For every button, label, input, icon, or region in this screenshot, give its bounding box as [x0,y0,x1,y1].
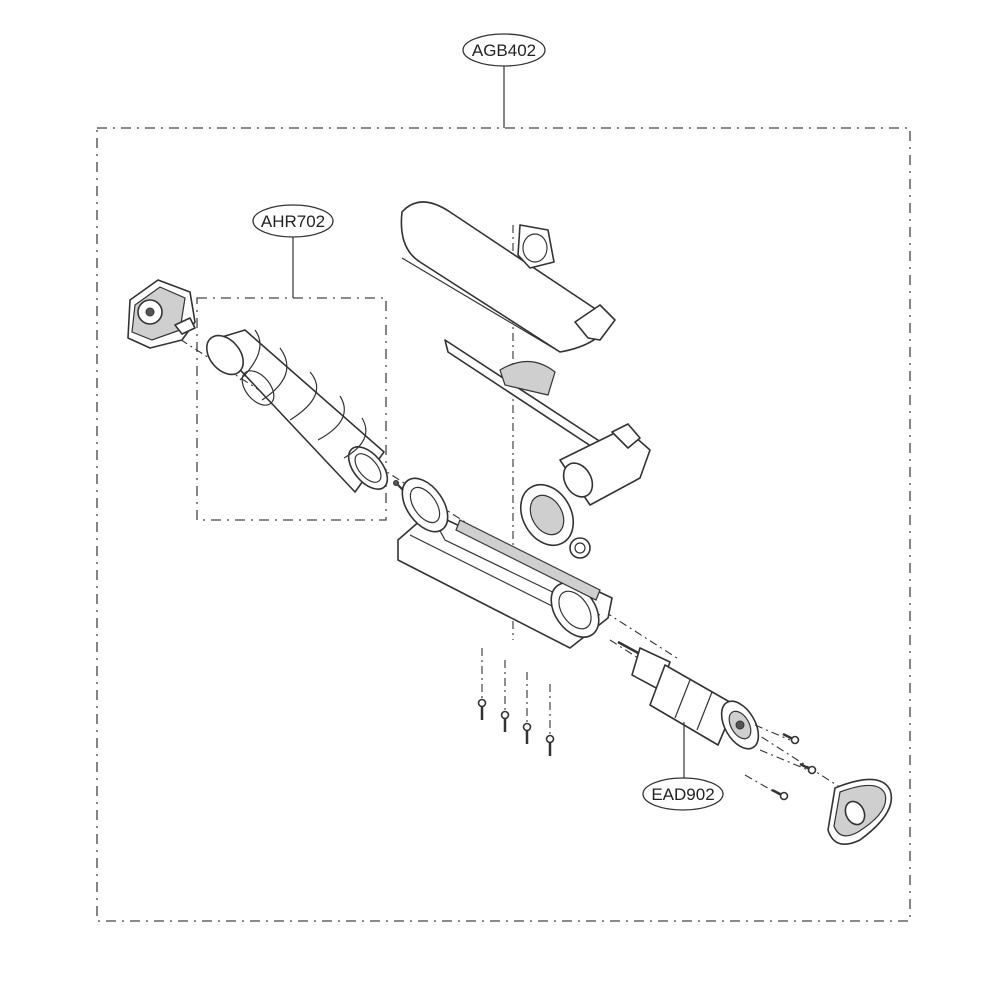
screw-6 [799,762,817,775]
motor-callout[interactable]: EAD902 [642,777,724,811]
screw-4 [545,734,555,756]
neck-joint [519,423,651,559]
upper-cover [400,201,616,353]
brush-roll-callout-label: AHR702 [261,212,325,231]
screw-2 [500,710,510,732]
end-cap-screws [744,724,817,801]
brush-roll-callout[interactable]: AHR702 [252,204,334,238]
screw-7 [771,788,789,801]
assembly-boundary-box [96,127,911,922]
left-end-cap [127,279,196,349]
brush-roll [205,329,389,493]
assembly-callout[interactable]: AGB402 [462,33,546,67]
screw-1 [477,698,487,720]
motor-unit [617,640,760,750]
screw-3 [522,722,532,744]
assembly-callout-label: AGB402 [472,41,536,60]
cover-strip [444,339,613,461]
screw-5 [782,732,800,745]
base-housing [397,477,613,649]
housing-screws [477,648,555,756]
brush-roll-boundary-box [196,297,387,521]
motor-callout-label: EAD902 [651,785,714,804]
right-end-cap [827,778,893,846]
